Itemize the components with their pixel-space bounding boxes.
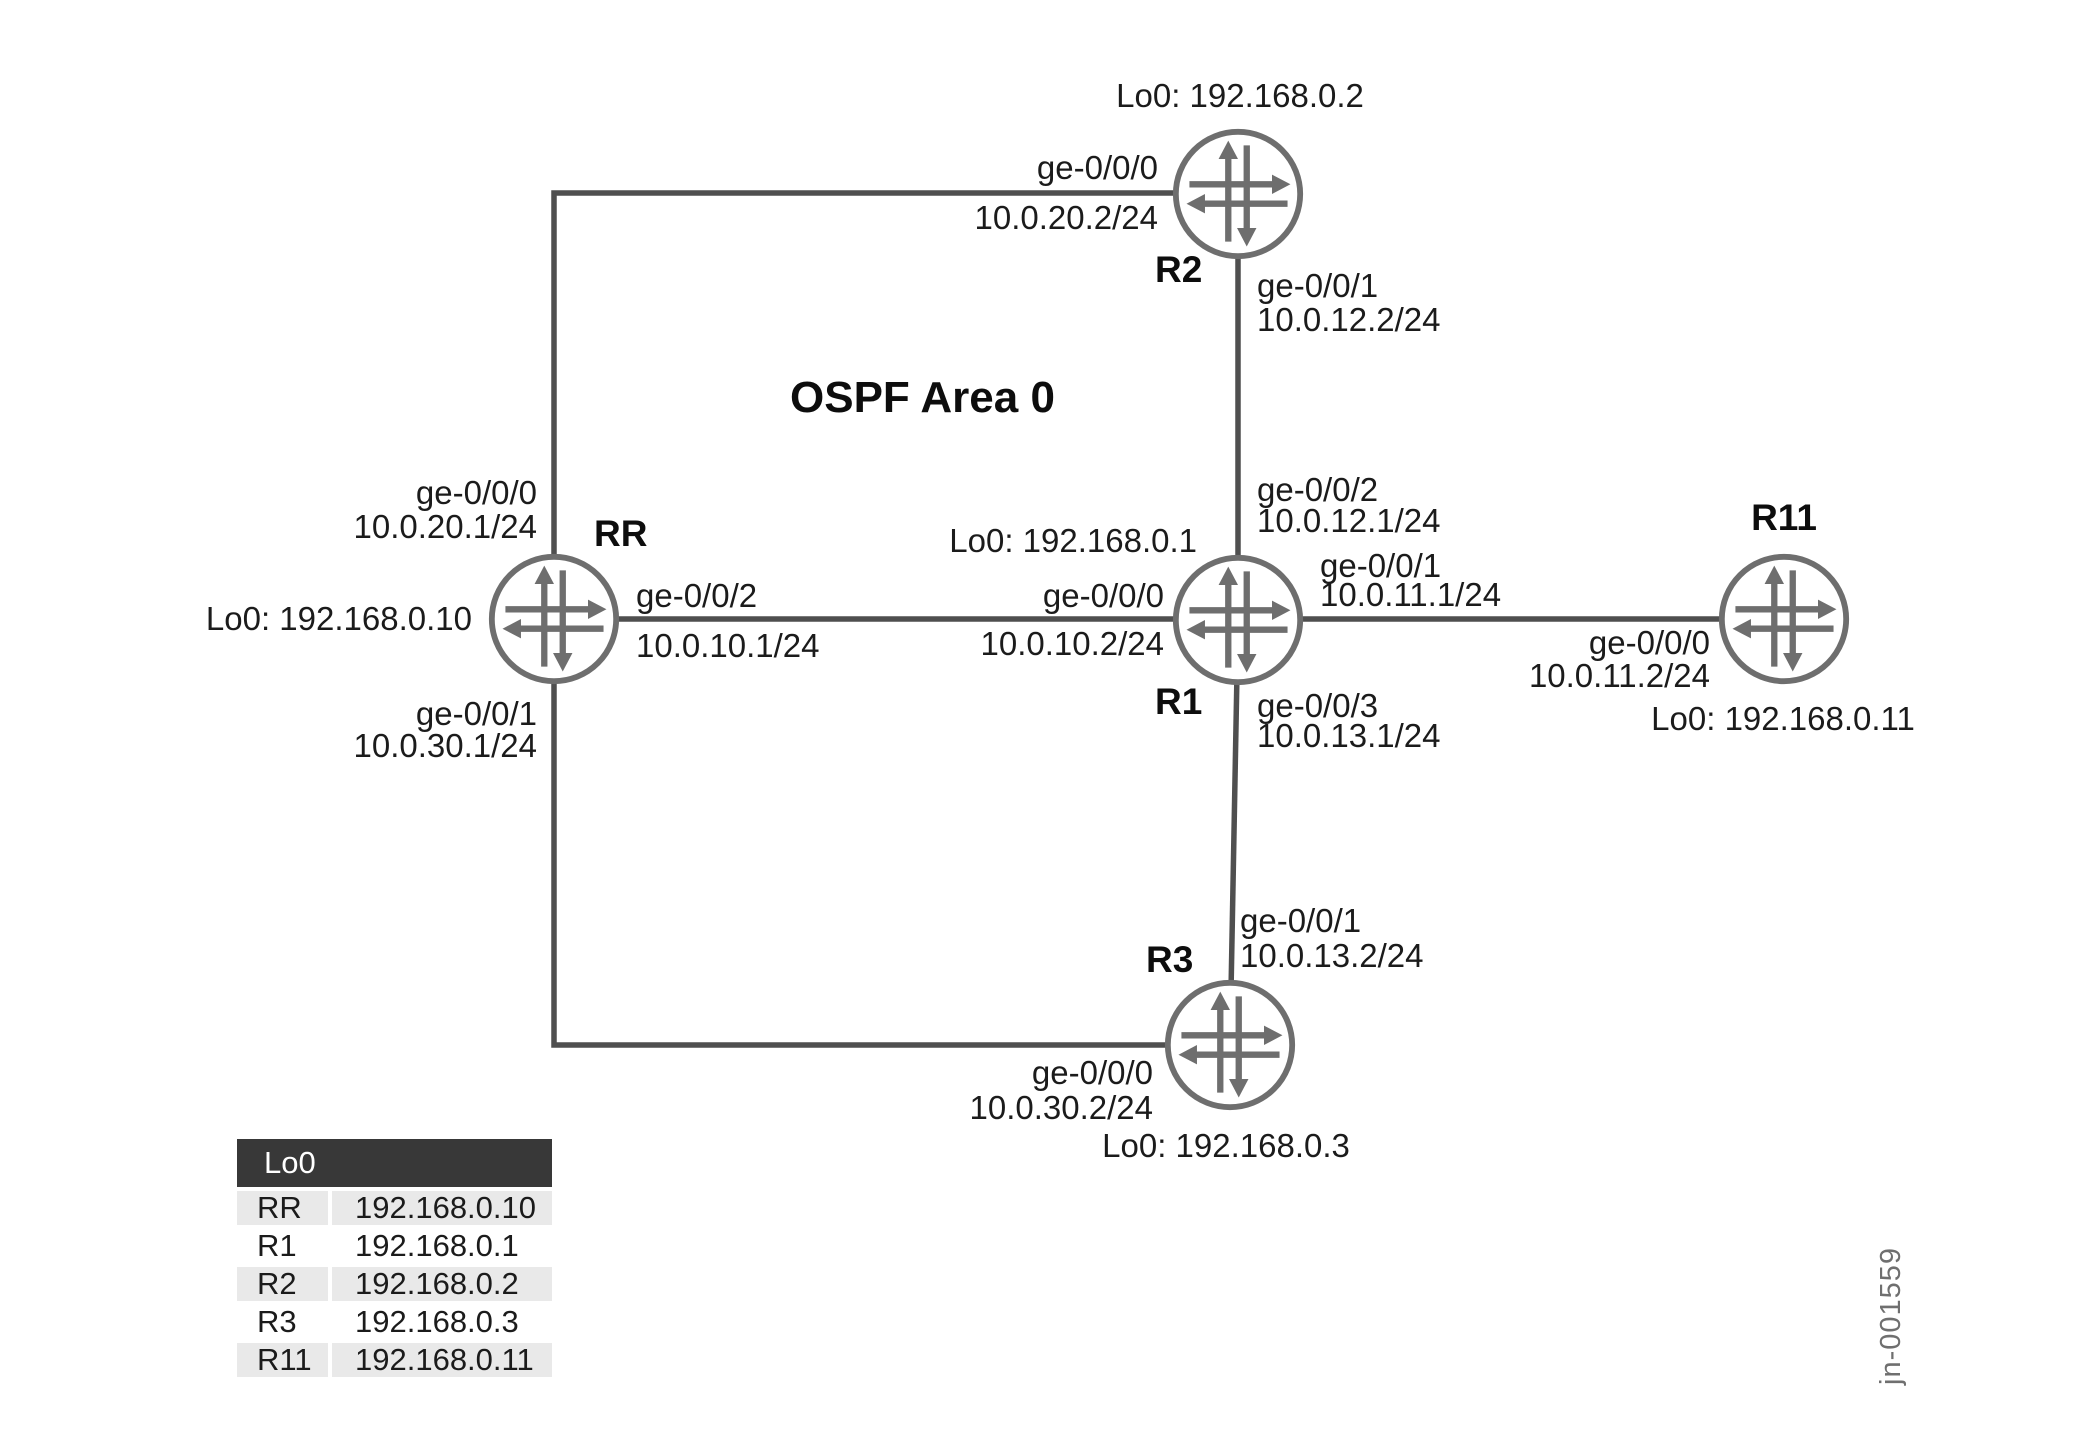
iface-label-r11-ge000-port: ge-0/0/0 bbox=[1588, 624, 1710, 661]
iface-label-r3-ge000-port: ge-0/0/0 bbox=[1031, 1054, 1153, 1091]
figure-id-watermark: jn-001559 bbox=[1875, 1247, 1907, 1385]
table-cell-address: 192.168.0.11 bbox=[332, 1342, 552, 1377]
table-row: R2 192.168.0.2 bbox=[237, 1266, 552, 1301]
router-icon-rr bbox=[492, 557, 616, 681]
router-icon-r1 bbox=[1176, 558, 1300, 682]
iface-label-r3-ge001-ip: 10.0.13.2/24 bbox=[1240, 937, 1424, 974]
iface-label-r1-ge000-ip: 10.0.10.2/24 bbox=[980, 625, 1165, 662]
iface-label-r3-ge000-ip: 10.0.30.2/24 bbox=[969, 1089, 1154, 1126]
router-icon-r11 bbox=[1722, 557, 1846, 681]
router-name-r2: R2 bbox=[1155, 249, 1203, 290]
iface-label-r2-ge001-ip: 10.0.12.2/24 bbox=[1257, 301, 1441, 338]
iface-label-r1-ge002-port: ge-0/0/2 bbox=[1257, 471, 1379, 508]
loopback-label-r1: Lo0: 192.168.0.1 bbox=[949, 522, 1197, 559]
iface-label-r3-ge001-port: ge-0/0/1 bbox=[1240, 902, 1362, 939]
iface-label-r1-ge003-ip: 10.0.13.1/24 bbox=[1257, 717, 1441, 754]
loopback-label-r2: Lo0: 192.168.0.2 bbox=[1116, 77, 1364, 114]
table-cell-router: RR bbox=[237, 1190, 328, 1225]
iface-label-r1-ge002-ip: 10.0.12.1/24 bbox=[1257, 502, 1441, 539]
iface-label-r1-ge001-port: ge-0/0/1 bbox=[1320, 547, 1442, 584]
table-cell-router: R11 bbox=[237, 1342, 328, 1377]
link-r1-r3 bbox=[1227, 619, 1241, 1046]
table-cell-address: 192.168.0.1 bbox=[355, 1228, 519, 1263]
iface-label-r1-ge001-ip: 10.0.11.1/24 bbox=[1320, 576, 1502, 613]
loopback-label-rr: Lo0: 192.168.0.10 bbox=[205, 600, 472, 637]
router-name-r11: R11 bbox=[1751, 497, 1817, 538]
table-row: RR 192.168.0.10 bbox=[237, 1190, 552, 1225]
ospf-area-label: OSPF Area 0 bbox=[790, 373, 1055, 422]
table-row: R1 192.168.0.1 bbox=[237, 1228, 552, 1263]
table-cell-address: 192.168.0.3 bbox=[355, 1304, 519, 1339]
iface-label-rr-ge001-port: ge-0/0/1 bbox=[415, 695, 537, 732]
iface-label-r2-ge000-ip: 10.0.20.2/24 bbox=[974, 199, 1159, 236]
table-cell-address: 192.168.0.10 bbox=[332, 1190, 552, 1225]
router-name-rr: RR bbox=[594, 513, 648, 554]
iface-label-rr-ge002-ip: 10.0.10.1/24 bbox=[636, 627, 820, 664]
router-icon-r3 bbox=[1168, 983, 1292, 1107]
loopback-table: Lo0 RR 192.168.0.10 R1 192.168.0.1 R2 19… bbox=[237, 1139, 552, 1377]
table-cell-address: 192.168.0.2 bbox=[332, 1266, 552, 1301]
loopback-table-header: Lo0 bbox=[237, 1139, 552, 1187]
router-icon-r2 bbox=[1176, 132, 1300, 256]
iface-label-r1-ge000-port: ge-0/0/0 bbox=[1042, 577, 1164, 614]
link-rr-r3 bbox=[551, 620, 1230, 1048]
table-cell-router: R1 bbox=[257, 1228, 297, 1263]
table-row: R11 192.168.0.11 bbox=[237, 1342, 552, 1377]
router-name-r3: R3 bbox=[1146, 939, 1194, 980]
iface-label-rr-ge000-port: ge-0/0/0 bbox=[415, 474, 537, 511]
iface-label-rr-ge000-ip: 10.0.20.1/24 bbox=[353, 508, 538, 545]
iface-label-r2-ge000-port: ge-0/0/0 bbox=[1036, 149, 1158, 186]
table-cell-router: R3 bbox=[257, 1304, 297, 1339]
table-row: R3 192.168.0.3 bbox=[237, 1304, 552, 1339]
iface-label-r2-ge001-port: ge-0/0/1 bbox=[1257, 267, 1379, 304]
iface-label-r1-ge003-port: ge-0/0/3 bbox=[1257, 687, 1379, 724]
loopback-label-r3: Lo0: 192.168.0.3 bbox=[1102, 1127, 1350, 1164]
iface-label-rr-ge002-port: ge-0/0/2 bbox=[636, 577, 758, 614]
iface-label-rr-ge001-ip: 10.0.30.1/24 bbox=[353, 727, 538, 764]
router-name-r1: R1 bbox=[1155, 681, 1203, 722]
link-rr-r2 bbox=[551, 190, 1238, 620]
iface-label-r11-ge000-ip: 10.0.11.2/24 bbox=[1528, 657, 1710, 694]
loopback-label-r11: Lo0: 192.168.0.11 bbox=[1651, 700, 1915, 737]
table-cell-router: R2 bbox=[237, 1266, 328, 1301]
